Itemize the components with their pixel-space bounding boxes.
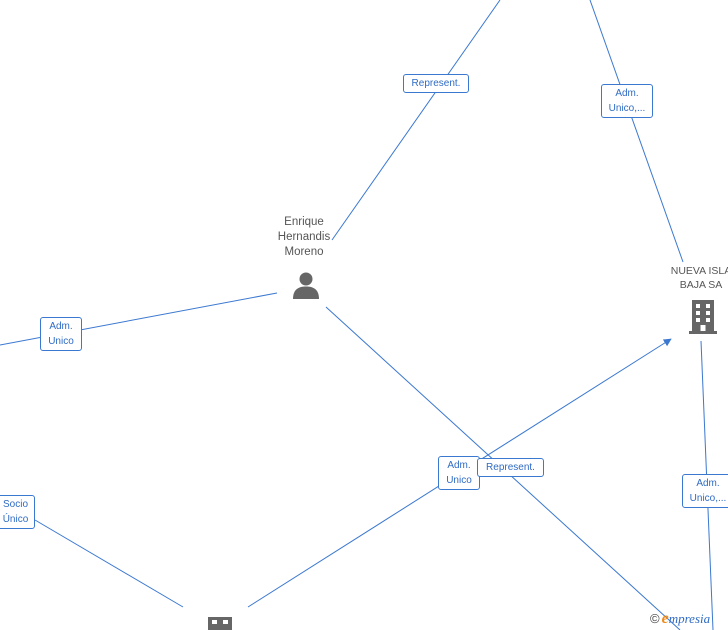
edge-label-left-adm[interactable]: Adm. Unico [40, 317, 82, 351]
edge-label-line-2: Unico,... [608, 103, 646, 114]
brand-rest: mpresia [668, 611, 711, 626]
edge-label-line-1: Adm. [696, 478, 720, 489]
person-icon[interactable] [291, 270, 321, 300]
company-right-name-line-1: NUEVA ISLA [670, 265, 728, 277]
company-right-node-label[interactable]: NUEVA ISLA BAJA SA [664, 264, 728, 292]
edge-label-left-socio[interactable]: Socio Único [0, 495, 35, 529]
edge-label-center-adm[interactable]: Adm. Unico [438, 456, 480, 490]
brand-initial: e [661, 610, 669, 627]
person-name-line-3: Moreno [284, 246, 324, 258]
person-name-line-1: Enrique [284, 216, 324, 228]
copyright-symbol: © [650, 611, 660, 626]
edge-label-line-1: Adm. [49, 321, 73, 332]
empresia-watermark: ©empresia [650, 610, 710, 628]
edge-socio-bottom-company [34, 519, 184, 608]
person-node-label[interactable]: Enrique Hernandis Moreno [262, 215, 346, 260]
edge-label-line-2: Unico [446, 475, 472, 486]
edge-person-top-represent [331, 0, 501, 241]
edge-label-line-2: Unico,... [689, 493, 727, 504]
edge-label-right-adm[interactable]: Adm. Unico,... [682, 474, 728, 508]
person-name-line-2: Hernandis [277, 231, 331, 243]
edge-label-text: Represent. [411, 78, 461, 89]
edge-label-line-1: Adm. [447, 460, 471, 471]
edge-top-company-right [589, 0, 684, 263]
edge-label-top-represent[interactable]: Represent. [403, 74, 469, 93]
edge-label-top-right-adm[interactable]: Adm. Unico,... [601, 84, 653, 118]
edge-label-line-1: Adm. [615, 88, 639, 99]
edge-label-text: Represent. [486, 462, 535, 473]
edge-label-line-1: Socio [2, 499, 28, 510]
company-right-name-line-2: BAJA SA [679, 279, 723, 291]
building-icon[interactable] [688, 300, 718, 334]
edge-label-line-2: Unico [48, 336, 74, 347]
edge-label-line-2: Único [2, 514, 29, 525]
building-icon-bottom[interactable] [206, 617, 234, 630]
edge-label-center-represent[interactable]: Represent. [477, 458, 544, 477]
